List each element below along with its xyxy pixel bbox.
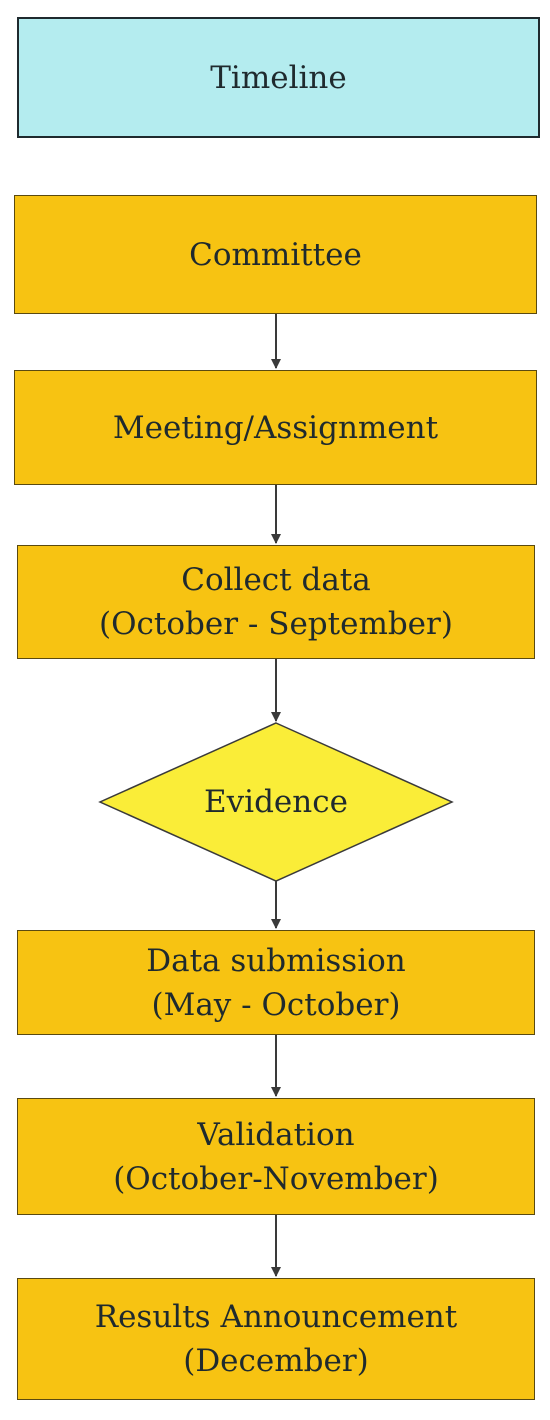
step-committee: Committee: [14, 195, 537, 314]
step-meeting-label: Meeting/Assignment: [112, 409, 439, 446]
timeline-title-box: Timeline: [17, 17, 540, 138]
step-committee-label: Committee: [189, 236, 362, 273]
step-validation: Validation (October-November): [17, 1098, 535, 1215]
step-data-submission: Data submission (May - October): [17, 930, 535, 1035]
step-meeting-assignment: Meeting/Assignment: [14, 370, 537, 485]
step-submission-period: (May - October): [151, 986, 401, 1023]
decision-evidence-label: Evidence: [204, 784, 348, 820]
timeline-title: Timeline: [210, 59, 347, 96]
step-results-announcement: Results Announcement (December): [17, 1278, 535, 1400]
step-results-period: (December): [183, 1343, 369, 1379]
step-results-label: Results Announcement: [94, 1299, 458, 1335]
step-validation-period: (October-November): [113, 1160, 439, 1197]
decision-evidence: Evidence: [100, 760, 452, 844]
step-collect-label: Collect data: [181, 562, 371, 598]
step-collect-data: Collect data (October - September): [17, 545, 535, 659]
step-validation-label: Validation: [197, 1116, 355, 1153]
step-collect-period: (October - September): [99, 606, 453, 642]
step-submission-label: Data submission: [146, 942, 406, 979]
